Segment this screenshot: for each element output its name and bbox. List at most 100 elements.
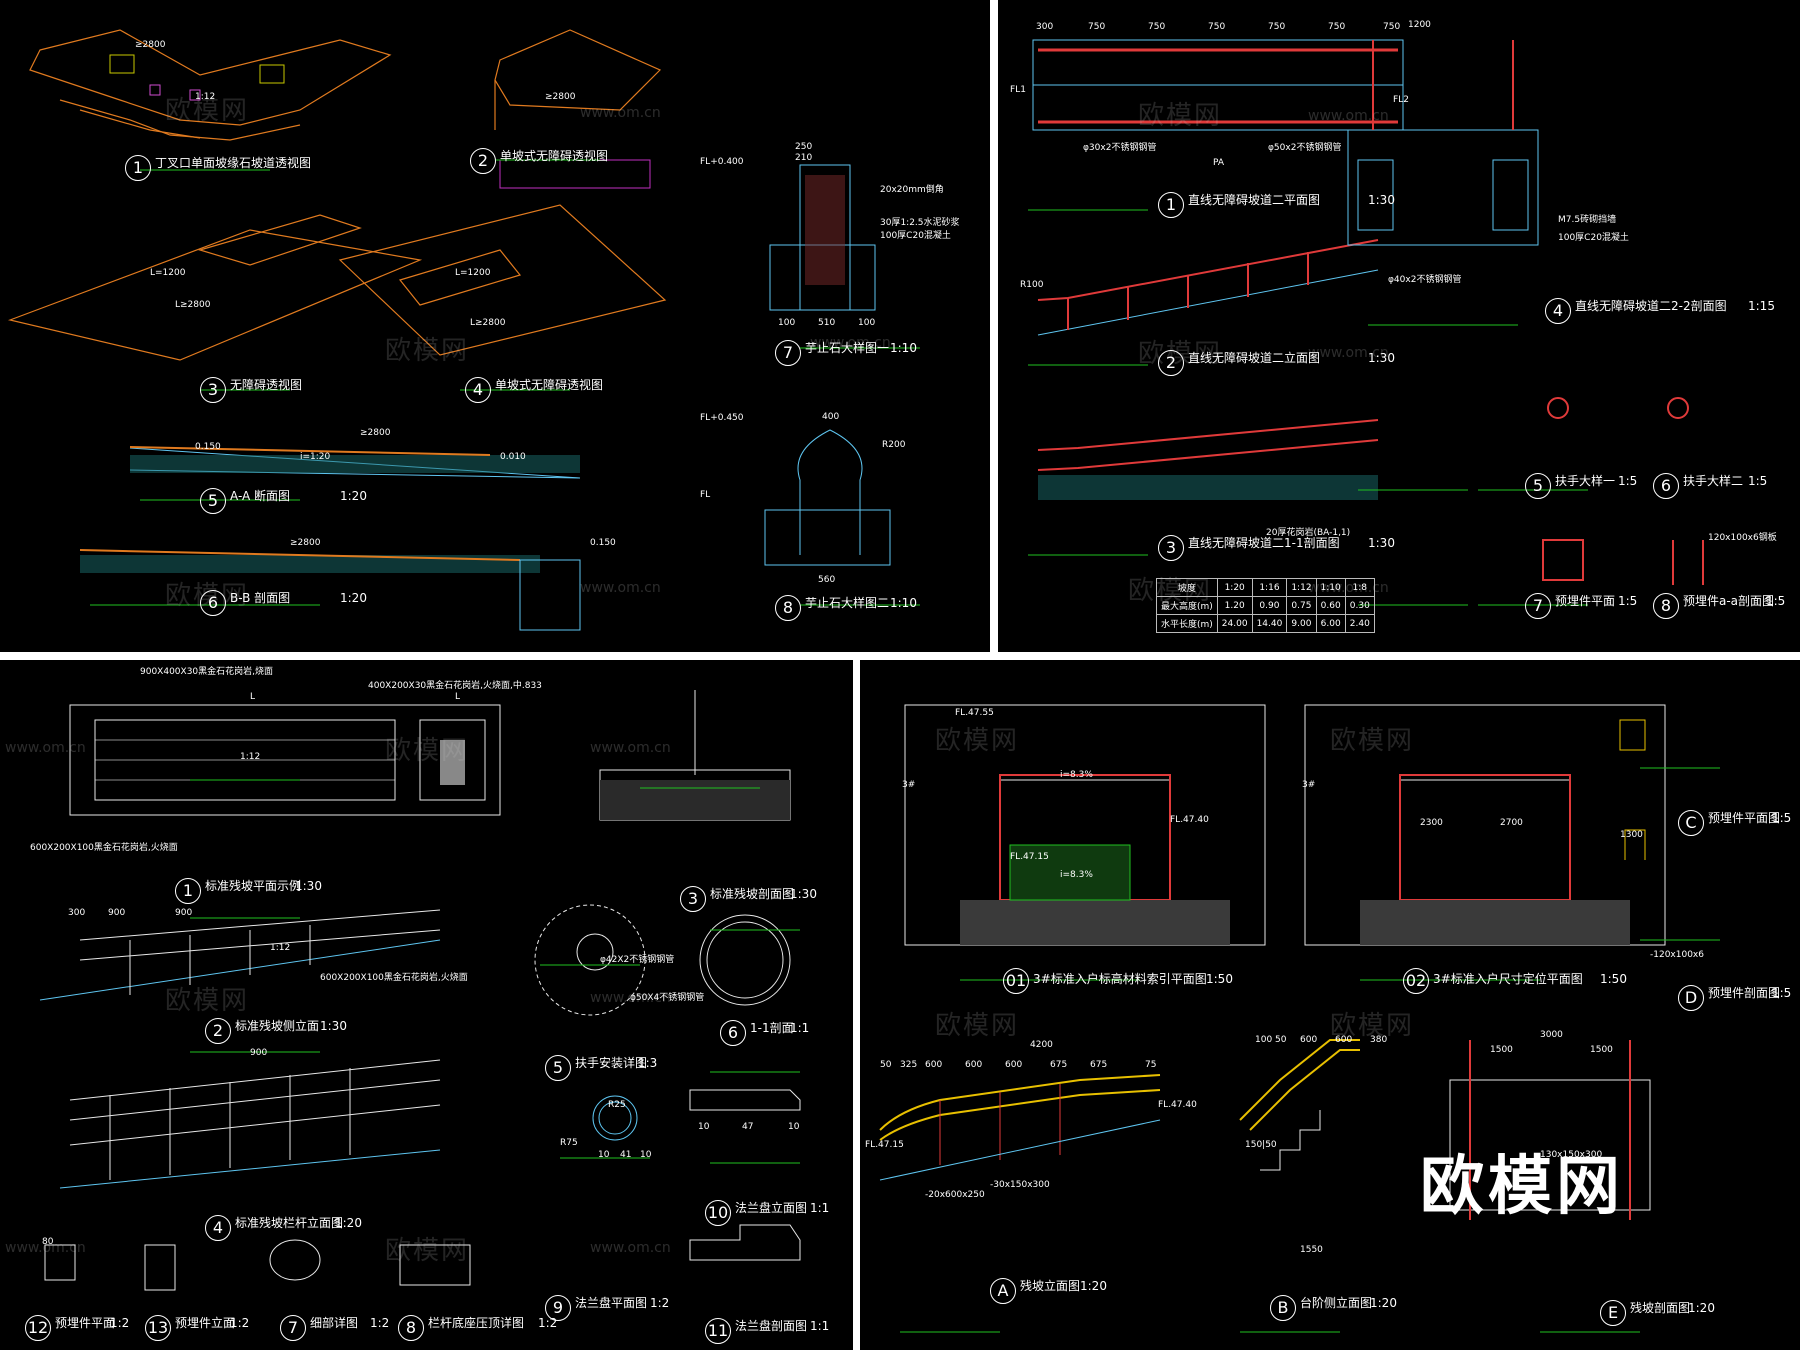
dimension-label: 510 bbox=[818, 318, 836, 328]
dimension-label: 0.150 bbox=[195, 442, 221, 452]
drawing-scale: 1:10 bbox=[890, 341, 917, 355]
drawing-number: 11 bbox=[705, 1318, 731, 1344]
drawing-scale: 1:30 bbox=[790, 887, 817, 901]
drawing-number: 1 bbox=[175, 878, 201, 904]
dimension-label: 750 bbox=[1328, 22, 1346, 32]
table-cell: 2.40 bbox=[1344, 614, 1375, 633]
watermark-url: www.om.cn bbox=[810, 335, 891, 351]
dimension-label: R200 bbox=[882, 440, 906, 450]
drawing-title: 单坡式无障碍透视图 bbox=[500, 149, 609, 163]
drawing-scale: 1:50 bbox=[1206, 972, 1233, 986]
drawing-scale: 1:15 bbox=[1748, 299, 1775, 313]
dimension-label: 1200 bbox=[1408, 20, 1431, 30]
dimension-label: i=1:20 bbox=[300, 452, 331, 462]
watermark-brand: 欧模网 bbox=[165, 96, 250, 126]
drawing-title: 预埋件平面 bbox=[55, 1316, 116, 1330]
drawing-scale: 1:2 bbox=[370, 1316, 390, 1330]
drawing-title: 直线无障碍坡道二平面图 bbox=[1188, 193, 1321, 207]
drawing-title: 法兰盘剖面图 bbox=[735, 1319, 808, 1333]
dimension-label: PA bbox=[1213, 158, 1225, 168]
drawing-scale: 1:5 bbox=[1772, 986, 1792, 1000]
dimension-label: 900 bbox=[250, 1048, 268, 1058]
dimension-label: 100 bbox=[858, 318, 876, 328]
drawing-scale: 1:20 bbox=[1370, 1296, 1397, 1310]
dimension-label: 900 bbox=[108, 908, 126, 918]
dimension-label: 75 bbox=[1145, 1060, 1157, 1070]
dimension-label: 300 bbox=[68, 908, 86, 918]
drawing-title: 直线无障碍坡道二1-1剖面图 bbox=[1188, 536, 1340, 550]
dimension-label: 900X400X30黑金石花岗岩,烧面 bbox=[140, 667, 274, 677]
drawing-title: 残坡立面图 bbox=[1020, 1279, 1081, 1293]
drawing-number: 2 bbox=[1158, 350, 1184, 376]
drawing-title: 扶手安装详图 bbox=[575, 1056, 648, 1070]
drawing-title: 无障碍透视图 bbox=[230, 378, 303, 392]
drawing-number: 2 bbox=[205, 1018, 231, 1044]
table-cell: 0.75 bbox=[1286, 596, 1317, 615]
drawing-title: 标准残坡侧立面 bbox=[235, 1019, 320, 1033]
drawing-scale: 1:20 bbox=[1080, 1279, 1107, 1293]
dimension-label: 250 bbox=[795, 142, 813, 152]
table-cell: 0.90 bbox=[1251, 596, 1288, 615]
watermark-brand: 欧模网 bbox=[385, 336, 470, 366]
table-cell: 1:20 bbox=[1216, 578, 1253, 597]
dimension-label: φ42X2不锈钢钢管 bbox=[600, 955, 675, 965]
dimension-label: φ30x2不锈钢钢管 bbox=[1083, 143, 1157, 153]
dimension-label: 3# bbox=[902, 780, 916, 790]
dimension-label: 210 bbox=[795, 153, 813, 163]
dimension-label: 675 bbox=[1090, 1060, 1108, 1070]
dimension-label: 750 bbox=[1268, 22, 1286, 32]
dimension-label: FL2 bbox=[1393, 95, 1409, 105]
dimension-label: 675 bbox=[1050, 1060, 1068, 1070]
dimension-label: R75 bbox=[560, 1138, 578, 1148]
drawing-number: 10 bbox=[705, 1200, 731, 1226]
dimension-label: 20x20mm倒角 bbox=[880, 185, 944, 195]
drawing-canvas-tr bbox=[1028, 39, 1704, 606]
drawing-scale: 1:1 bbox=[790, 1021, 810, 1035]
watermark-url: www.om.cn bbox=[590, 1240, 671, 1256]
drawing-scale: 1:20 bbox=[340, 489, 367, 503]
dimension-label: 3000 bbox=[1540, 1030, 1563, 1040]
drawing-number: D bbox=[1678, 985, 1704, 1011]
drawing-number: 3 bbox=[200, 377, 226, 403]
table-cell: 24.00 bbox=[1216, 614, 1253, 633]
dimension-label: 10 bbox=[598, 1150, 610, 1160]
drawing-number: 7 bbox=[1525, 593, 1551, 619]
dimension-label: 30厚1:2.5水泥砂浆 bbox=[880, 218, 960, 228]
watermark-brand: 欧模网 bbox=[1330, 1011, 1415, 1041]
watermark-logo: 欧模网 bbox=[1420, 1150, 1624, 1224]
dimension-label: 600 bbox=[1300, 1035, 1318, 1045]
drawing-number: 13 bbox=[145, 1315, 171, 1341]
dimension-label: 100 bbox=[1255, 1035, 1273, 1045]
drawing-scale: 1:10 bbox=[890, 596, 917, 610]
dimension-label: 100厚C20混凝土 bbox=[880, 231, 951, 241]
table-cell: 最大高度(m) bbox=[1156, 596, 1218, 615]
drawing-scale: 1:1 bbox=[810, 1319, 830, 1333]
drawing-title: 预埋件a-a剖面图 bbox=[1683, 594, 1775, 608]
dimension-label: ≥2800 bbox=[135, 40, 166, 50]
watermark-brand: 欧模网 bbox=[935, 1011, 1020, 1041]
dimension-label: 10 bbox=[788, 1122, 800, 1132]
table-cell: 9.00 bbox=[1286, 614, 1317, 633]
dimension-label: 4200 bbox=[1030, 1040, 1053, 1050]
drawing-title: 标准残坡剖面图 bbox=[710, 887, 795, 901]
dimension-label: FL1 bbox=[1010, 85, 1026, 95]
watermark-url: www.om.cn bbox=[1308, 345, 1389, 361]
dimension-label: 750 bbox=[1383, 22, 1401, 32]
dimension-label: 41 bbox=[620, 1150, 632, 1160]
watermark-url: www.om.cn bbox=[1308, 108, 1389, 124]
watermark-url: www.om.cn bbox=[5, 740, 86, 756]
dimension-label: φ40x2不锈钢钢管 bbox=[1388, 275, 1462, 285]
dimension-label: 1:12 bbox=[270, 943, 291, 953]
watermark-url: www.om.cn bbox=[580, 580, 661, 596]
drawing-scale: 1:5 bbox=[1766, 594, 1786, 608]
dimension-label: 0.010 bbox=[500, 452, 526, 462]
table-cell: 6.00 bbox=[1315, 614, 1346, 633]
dimension-label: R25 bbox=[608, 1100, 626, 1110]
dimension-label: i=8.3% bbox=[1060, 770, 1093, 780]
drawing-title: 预埋件平面 bbox=[1555, 594, 1616, 608]
dimension-label: 1300 bbox=[1620, 830, 1643, 840]
watermark-brand: 欧模网 bbox=[1330, 726, 1415, 756]
dimension-label: 600X200X100黑金石花岗岩,火烧面 bbox=[320, 973, 468, 983]
sheet-top-right: 欧模网 欧模网 欧模网 www.om.cn www.om.cn www.om.c… bbox=[998, 0, 1800, 652]
dimension-label: 100 bbox=[778, 318, 796, 328]
